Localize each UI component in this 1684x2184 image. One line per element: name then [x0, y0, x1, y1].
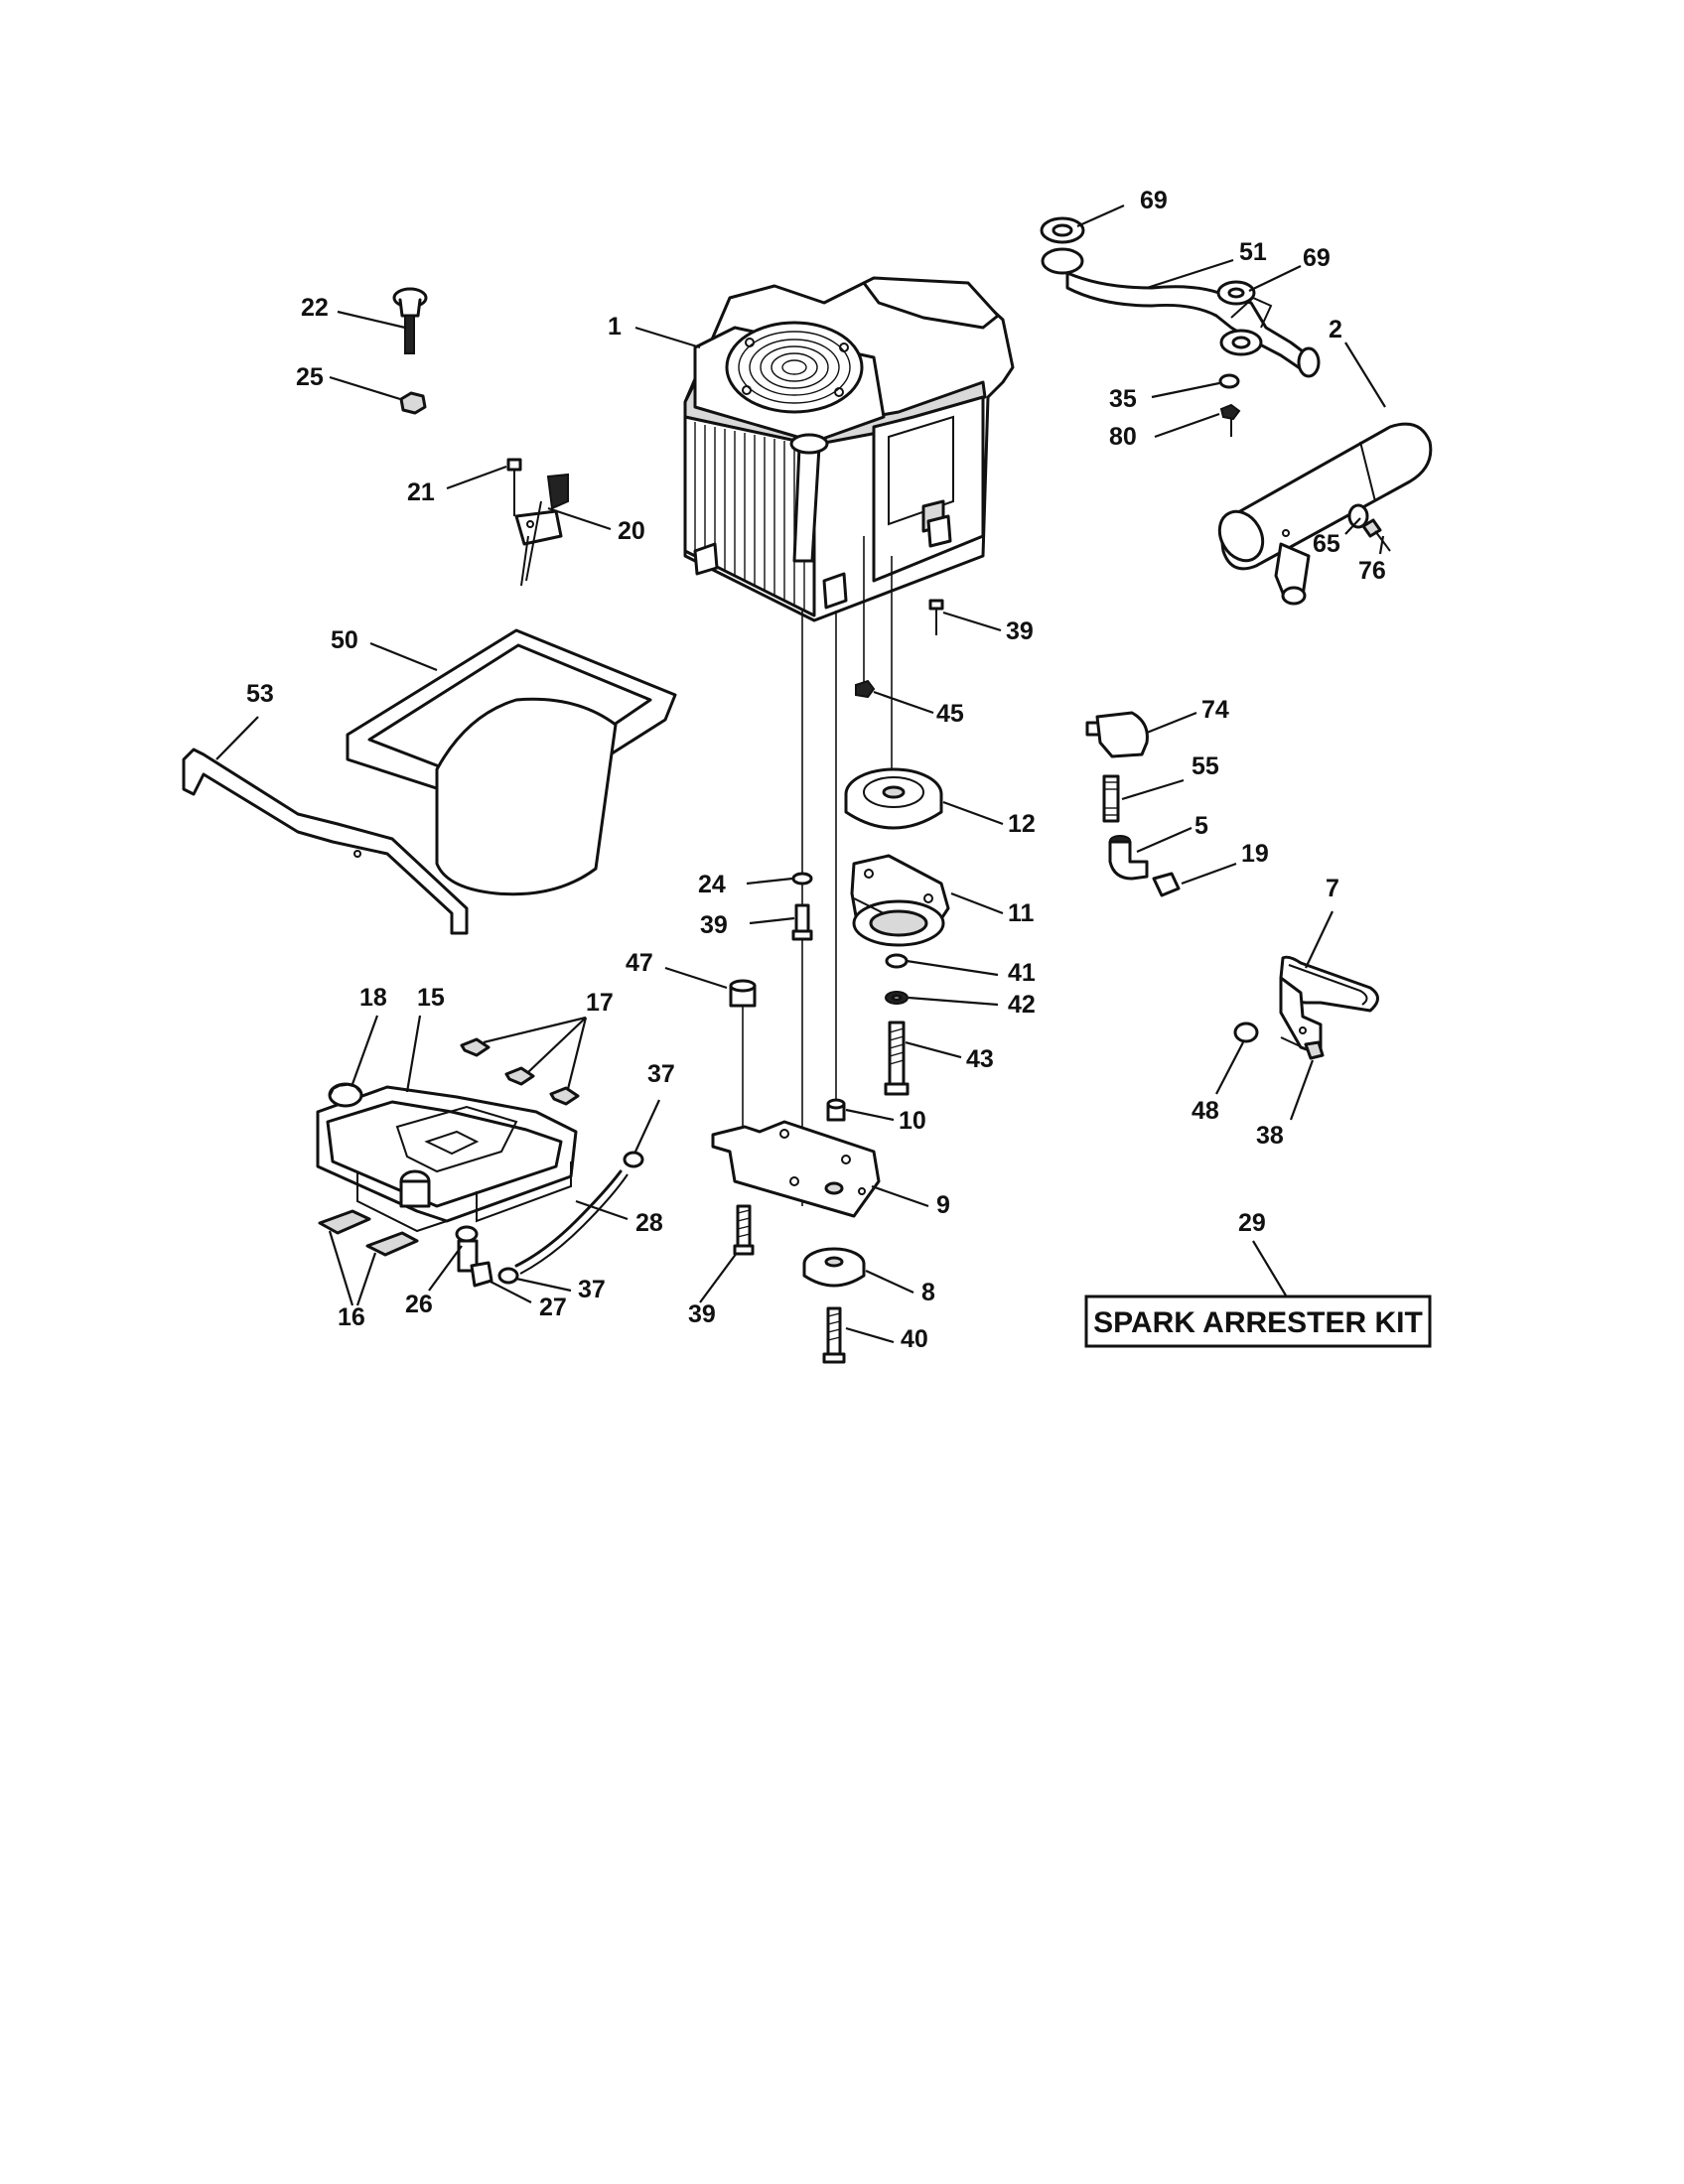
elbow-5: [1108, 835, 1149, 881]
callout-9: 9: [936, 1191, 950, 1219]
callout-26: 26: [405, 1291, 433, 1318]
washer-48: [1233, 1022, 1259, 1043]
callout-21: 21: [407, 478, 435, 506]
callout-24: 24: [698, 871, 726, 898]
spacer-10: [826, 1098, 846, 1122]
idler-bolt: [822, 1306, 846, 1364]
callout-37-upper: 37: [647, 1060, 675, 1088]
callout-48: 48: [1192, 1097, 1219, 1125]
callout-39-lower: 39: [688, 1300, 716, 1328]
heat-shield: [1279, 955, 1379, 1056]
engine-assembly: [683, 276, 1015, 622]
callout-8: 8: [921, 1279, 935, 1306]
engine-pulley: [844, 767, 943, 830]
nipple-55: [1102, 774, 1120, 823]
callout-47: 47: [626, 949, 653, 977]
air-intake-bucket: [346, 628, 677, 896]
spacer-41: [885, 953, 909, 969]
hose-clamp-upper: [623, 1151, 644, 1168]
clutch-bolt: [884, 1021, 910, 1096]
throttle-control: [506, 458, 569, 587]
callout-42: 42: [1008, 991, 1036, 1019]
callout-17: 17: [586, 989, 614, 1017]
callout-45: 45: [936, 700, 964, 728]
callout-12: 12: [1008, 810, 1036, 838]
exhaust-pipe: [1041, 247, 1321, 378]
callout-39-mid: 39: [700, 911, 728, 939]
callout-15: 15: [417, 984, 445, 1012]
callout-65: 65: [1313, 530, 1340, 558]
washer-24: [791, 872, 813, 886]
spark-arrester-kit-label: SPARK ARRESTER KIT: [1084, 1295, 1432, 1348]
callout-25: 25: [296, 363, 324, 391]
fuel-tank: [316, 1085, 578, 1233]
bolt-upper: [928, 599, 944, 635]
callout-18: 18: [359, 984, 387, 1012]
bolt-39-mid: [791, 903, 813, 941]
exhaust-gasket-mid: [1216, 280, 1256, 306]
callout-1: 1: [608, 313, 622, 341]
washer-35: [1218, 373, 1240, 389]
callout-28: 28: [635, 1209, 663, 1237]
fuel-cap: [328, 1082, 363, 1108]
callout-22: 22: [301, 294, 329, 322]
callout-53: 53: [246, 680, 274, 708]
callout-38: 38: [1256, 1122, 1284, 1150]
callout-20: 20: [618, 517, 645, 545]
kit-label-text: SPARK ARRESTER KIT: [1093, 1306, 1423, 1339]
callout-40: 40: [901, 1325, 928, 1353]
washer-42: [885, 991, 909, 1005]
callout-19: 19: [1241, 840, 1269, 868]
leader-lines: [215, 204, 1386, 1344]
callout-numbers: 1 2 5 7 8 9 10 11 12 15 16 17 18 19 20 2…: [246, 187, 1386, 1353]
exhaust-gasket-low: [1219, 329, 1263, 356]
spacer-47: [729, 979, 757, 1008]
callout-69-right: 69: [1303, 244, 1331, 272]
muffler: [1217, 422, 1433, 606]
callout-29: 29: [1238, 1209, 1266, 1237]
callout-76: 76: [1358, 557, 1386, 585]
electric-clutch: [850, 854, 950, 947]
callout-5: 5: [1194, 812, 1208, 840]
plug-19: [1152, 872, 1181, 897]
bolt-38: [1280, 1036, 1325, 1060]
idler-pulley: [802, 1247, 866, 1288]
callout-27: 27: [539, 1294, 567, 1321]
callout-41: 41: [1008, 959, 1036, 987]
hex-nut: [399, 391, 427, 415]
callout-16: 16: [338, 1303, 365, 1331]
bolt-76: [1361, 518, 1391, 552]
callout-80: 80: [1109, 423, 1137, 451]
callout-55: 55: [1192, 752, 1219, 780]
oil-fill-cap: [392, 287, 428, 354]
callout-2: 2: [1329, 316, 1342, 343]
callout-39-upper: 39: [1006, 617, 1034, 645]
flywheel-screen: [725, 321, 864, 414]
hose-clamp-lower: [497, 1267, 519, 1285]
callout-74: 74: [1201, 696, 1229, 724]
kit-label-box: [1084, 1295, 1432, 1348]
washer-65: [1347, 503, 1369, 529]
callout-35: 35: [1109, 385, 1137, 413]
elbow-74: [1085, 711, 1149, 758]
bolt-39-lower: [733, 1204, 755, 1256]
idler-bracket: [711, 1120, 881, 1218]
callout-37-lower: 37: [578, 1276, 606, 1303]
nut-80: [1219, 403, 1241, 437]
callout-43: 43: [966, 1045, 994, 1073]
foam-strips: [318, 1209, 419, 1257]
hex-nut-center: [855, 679, 876, 699]
mounting-bracket: [182, 748, 469, 935]
callout-7: 7: [1326, 875, 1339, 902]
callout-69-top: 69: [1140, 187, 1168, 214]
tank-pads: [460, 1037, 580, 1106]
callout-50: 50: [331, 626, 358, 654]
exhaust-gasket-top: [1040, 216, 1085, 244]
callout-11: 11: [1008, 899, 1035, 927]
callout-10: 10: [899, 1107, 926, 1135]
fuel-line: [514, 1169, 629, 1275]
fuel-shutoff-valve: [455, 1225, 493, 1288]
callout-51: 51: [1239, 238, 1267, 266]
